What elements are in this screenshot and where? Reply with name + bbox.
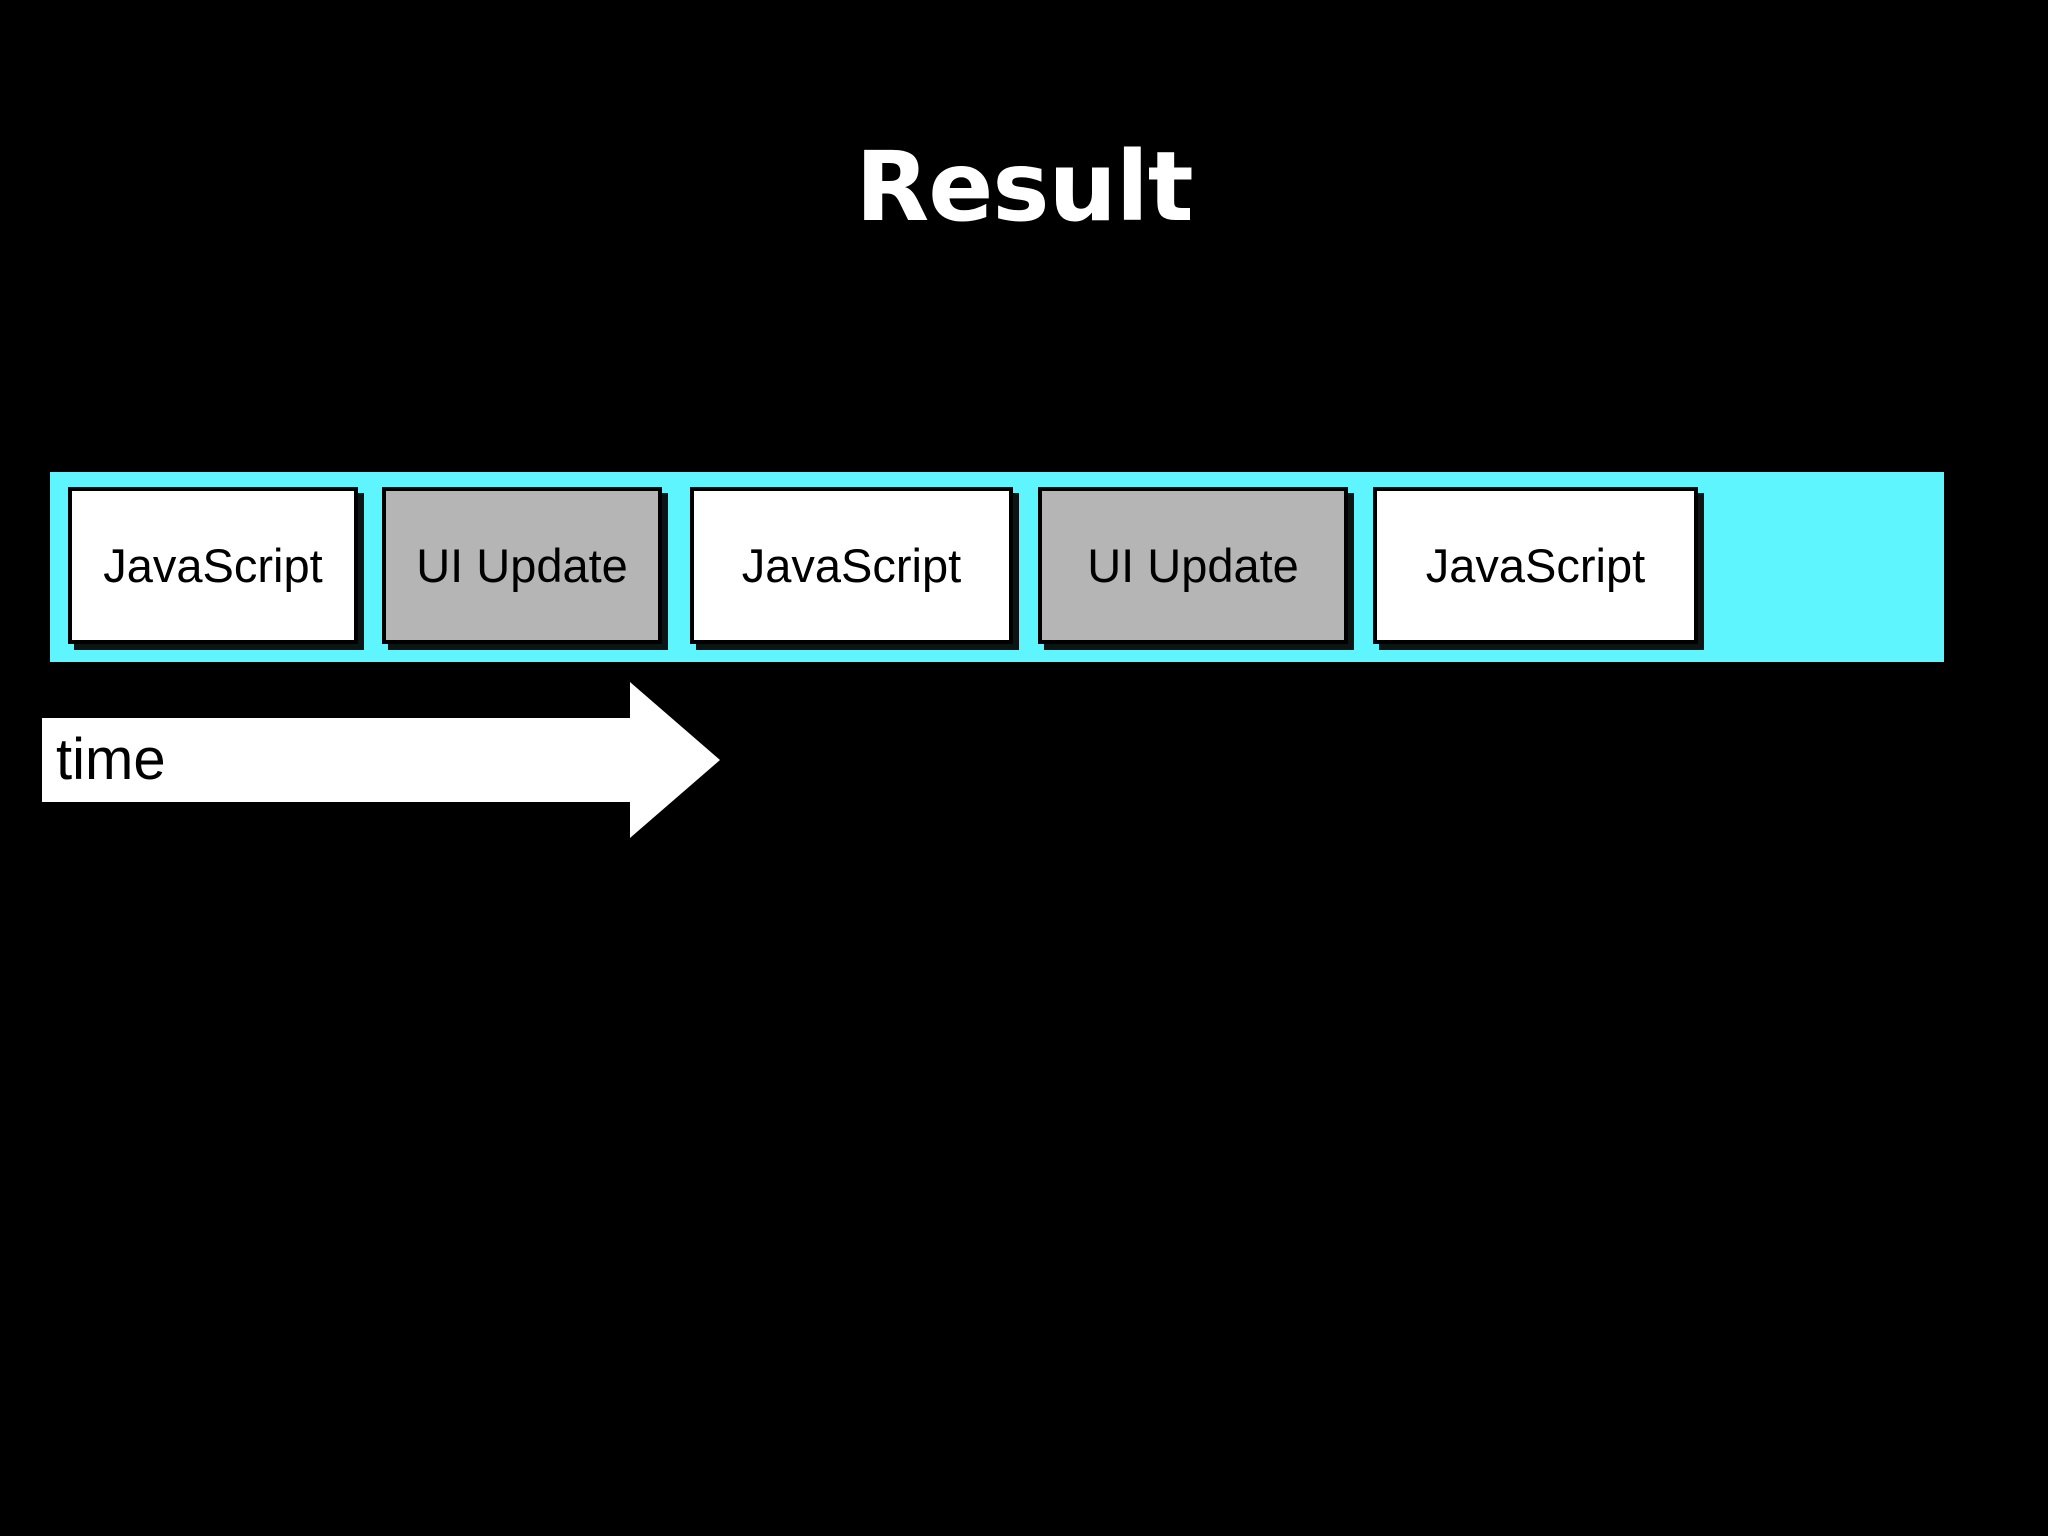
timeline-block-javascript-3[interactable]: JavaScript [1373, 487, 1698, 644]
timeline-block-label: JavaScript [741, 538, 962, 592]
timeline-track: JavaScript UI Update JavaScript UI Updat… [50, 472, 1944, 662]
time-arrow: time [42, 682, 722, 838]
timeline-block-label: UI Update [1087, 538, 1299, 592]
timeline-block-label: UI Update [416, 538, 628, 592]
time-arrow-icon [42, 682, 720, 838]
timeline-block-label: JavaScript [103, 538, 323, 592]
timeline-block-ui-update-1[interactable]: UI Update [382, 487, 662, 644]
timeline-block-javascript-1[interactable]: JavaScript [68, 487, 358, 644]
page-title: Result [855, 131, 1193, 243]
timeline-block-ui-update-2[interactable]: UI Update [1038, 487, 1348, 644]
timeline-block-javascript-2[interactable]: JavaScript [690, 487, 1013, 644]
timeline-block-label: JavaScript [1425, 538, 1646, 592]
time-arrow-label: time [56, 727, 166, 792]
